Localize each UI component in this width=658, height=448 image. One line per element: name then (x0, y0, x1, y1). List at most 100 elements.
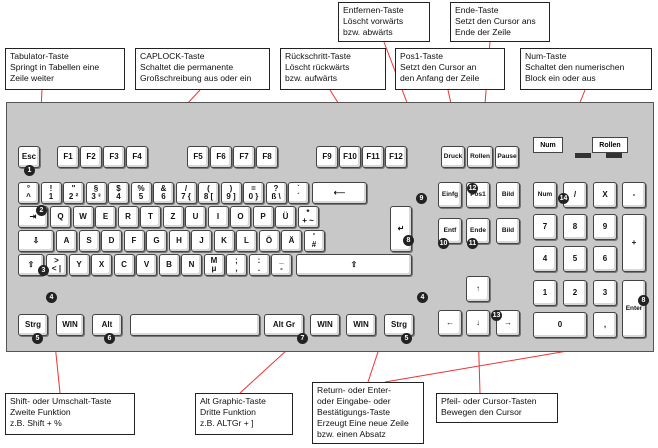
key-h[interactable]: H (168, 230, 190, 252)
key-4[interactable]: $ 4 (108, 182, 129, 204)
key-num-minus[interactable]: - (622, 182, 646, 208)
key-l[interactable]: L (236, 230, 257, 252)
key-space[interactable] (130, 314, 260, 336)
key-rollen[interactable]: Rollen (467, 146, 493, 168)
key-r[interactable]: R (117, 206, 139, 228)
key-strg-left[interactable]: Strg (18, 314, 48, 336)
key-e[interactable]: E (95, 206, 116, 228)
key-d[interactable]: D (101, 230, 122, 252)
key-arrow-up[interactable]: ↑ (466, 276, 490, 302)
key-strg-right[interactable]: Strg (384, 314, 414, 336)
key-z[interactable]: Z (162, 206, 184, 228)
key-sym[interactable]: > < | (46, 254, 67, 276)
key-shift-right[interactable]: ⇧ (296, 254, 412, 276)
key-f8[interactable]: F8 (256, 146, 278, 168)
key-f6[interactable]: F6 (210, 146, 232, 168)
key-num-0[interactable]: 0 (533, 312, 587, 338)
key-m[interactable]: M μ (203, 254, 225, 276)
key-shift-left[interactable]: ⇧ (18, 254, 44, 276)
key-3[interactable]: § 3 ³ (85, 182, 107, 204)
key-circumflex[interactable]: ° ^ (18, 182, 39, 204)
key-v[interactable]: V (136, 254, 157, 276)
key-f1[interactable]: F1 (57, 146, 79, 168)
key-f7[interactable]: F7 (233, 146, 255, 168)
key-num-multiply[interactable]: X (593, 182, 617, 208)
key-num-8[interactable]: 8 (563, 214, 587, 240)
key-numlock[interactable]: Num (533, 182, 557, 208)
key-num-5[interactable]: 5 (563, 246, 587, 272)
key-f[interactable]: F (123, 230, 145, 252)
key-5[interactable]: % 5 (130, 182, 152, 204)
key-capslock[interactable]: ⇩ (18, 230, 54, 252)
key-f2[interactable]: F2 (80, 146, 102, 168)
key-pause[interactable]: Pause (495, 146, 519, 168)
key-9[interactable]: ) 9 ] (220, 182, 242, 204)
key-f10[interactable]: F10 (339, 146, 361, 168)
key-bild-down[interactable]: Bild (496, 218, 520, 244)
key-f3[interactable]: F3 (103, 146, 125, 168)
key-win-right[interactable]: WIN (310, 314, 340, 336)
key-bild-up[interactable]: Bild (496, 182, 520, 208)
key-sym[interactable]: ' # (303, 230, 325, 252)
key-k[interactable]: K (213, 230, 235, 252)
key-altgr[interactable]: Alt Gr (264, 314, 304, 336)
key-p[interactable]: P (252, 206, 274, 228)
key-sym[interactable]: : . (248, 254, 270, 276)
key-c[interactable]: C (113, 254, 135, 276)
key-f11[interactable]: F11 (362, 146, 384, 168)
key-y[interactable]: Y (68, 254, 90, 276)
key-num-6[interactable]: 6 (593, 246, 617, 272)
key-t[interactable]: T (140, 206, 161, 228)
key-j[interactable]: J (191, 230, 212, 252)
key-ä[interactable]: Ä (281, 230, 302, 252)
key-8[interactable]: ( 8 [ (198, 182, 219, 204)
callout-caps-line-1: CAPLOCK-Taste (140, 51, 205, 61)
key-num-comma[interactable]: , (593, 312, 617, 338)
key-arrow-down[interactable]: ↓ (466, 310, 490, 336)
key-7[interactable]: / 7 { (175, 182, 197, 204)
key-sym[interactable]: _ - (271, 254, 292, 276)
key-menu[interactable]: WIN (346, 314, 376, 336)
key-num-1[interactable]: 1 (533, 280, 557, 306)
key-einfg[interactable]: Einfg (438, 182, 462, 208)
key-w[interactable]: W (72, 206, 94, 228)
key-ü[interactable]: Ü (275, 206, 296, 228)
key-g[interactable]: G (146, 230, 167, 252)
key-6[interactable]: & 6 (153, 182, 174, 204)
key-s[interactable]: S (78, 230, 100, 252)
key-num-7[interactable]: 7 (533, 214, 557, 240)
key-win-left[interactable]: WIN (56, 314, 84, 336)
key-ß[interactable]: ? ß \ (265, 182, 287, 204)
key-sym[interactable]: ; , (226, 254, 247, 276)
callout-enter-line-4: Erzeugt Eine neue Zeile (317, 418, 409, 428)
key-num-plus[interactable]: + (622, 214, 646, 272)
key-num-2[interactable]: 2 (563, 280, 587, 306)
key-num-3[interactable]: 3 (593, 280, 617, 306)
callout-arrows-line-2: Bewegen den Cursor (441, 407, 522, 417)
key-sym[interactable]: ` ´ (288, 182, 309, 204)
key-q[interactable]: Q (50, 206, 71, 228)
key-b[interactable]: B (158, 254, 180, 276)
key-num-9[interactable]: 9 (593, 214, 617, 240)
key-ö[interactable]: Ö (258, 230, 280, 252)
key-f5[interactable]: F5 (187, 146, 209, 168)
key-i[interactable]: I (207, 206, 229, 228)
key-u[interactable]: U (185, 206, 206, 228)
key-backspace[interactable]: ⟵ (312, 182, 367, 204)
key-1[interactable]: ! 1 (40, 182, 62, 204)
key-f12[interactable]: F12 (385, 146, 407, 168)
key-2[interactable]: " 2 ² (63, 182, 84, 204)
key-o[interactable]: O (230, 206, 251, 228)
key-0[interactable]: = 0 } (243, 182, 264, 204)
key-f4[interactable]: F4 (126, 146, 148, 168)
key-num-enter[interactable]: Enter (622, 280, 646, 338)
key-f9[interactable]: F9 (316, 146, 338, 168)
key-a[interactable]: A (56, 230, 77, 252)
key-num-4[interactable]: 4 (533, 246, 557, 272)
number-badge: 14 (558, 193, 569, 204)
key-arrow-left[interactable]: ← (438, 310, 462, 336)
key-sym[interactable]: * + ~ (297, 206, 319, 228)
key-x[interactable]: X (91, 254, 112, 276)
key-druck[interactable]: Druck (441, 146, 465, 168)
key-n[interactable]: N (181, 254, 202, 276)
